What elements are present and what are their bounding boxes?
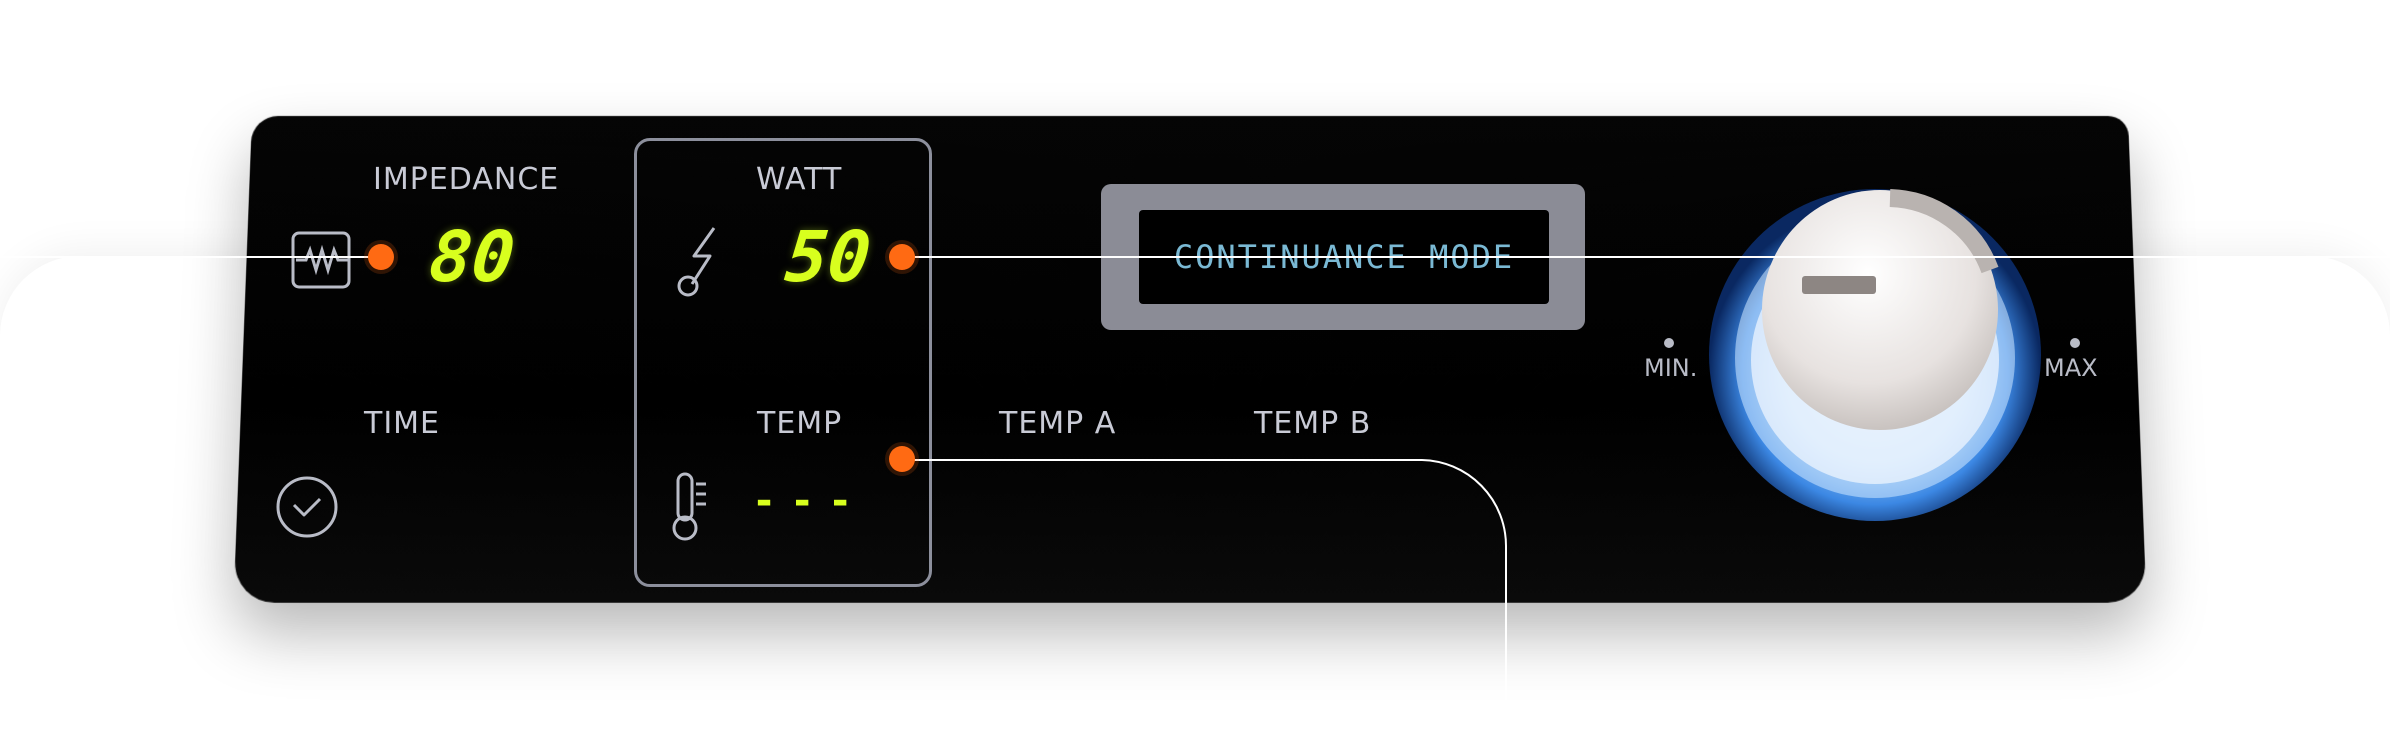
temp-b-label: TEMP B: [1254, 406, 1371, 441]
callout-dot-impedance: [368, 244, 394, 270]
power-knob[interactable]: [1700, 180, 2050, 530]
impedance-value: 80: [426, 216, 519, 298]
temp-a-label: TEMP A: [999, 406, 1116, 441]
max-indicator-dot: [2070, 338, 2080, 348]
max-label: MAX: [2044, 354, 2098, 382]
thermometer-icon: [668, 472, 710, 542]
callout-dot-temp: [889, 446, 915, 472]
temp-label: TEMP: [757, 406, 842, 441]
callout-dot-watt: [889, 244, 915, 270]
time-label: TIME: [364, 406, 440, 441]
callout-line-temp: [902, 458, 1522, 718]
min-indicator-dot: [1664, 338, 1674, 348]
temp-value: ---: [752, 478, 866, 524]
lightning-icon: [672, 226, 728, 298]
callout-line-impedance: [0, 256, 382, 258]
callout-line-watt: [902, 256, 2390, 258]
watt-value: 50: [782, 216, 875, 298]
resistor-icon: [290, 230, 352, 290]
clock-icon: [274, 474, 340, 540]
watt-label: WATT: [756, 162, 842, 197]
min-label: MIN.: [1644, 354, 1697, 382]
power-knob-icon: [1700, 180, 2050, 530]
impedance-label: IMPEDANCE: [373, 162, 559, 197]
